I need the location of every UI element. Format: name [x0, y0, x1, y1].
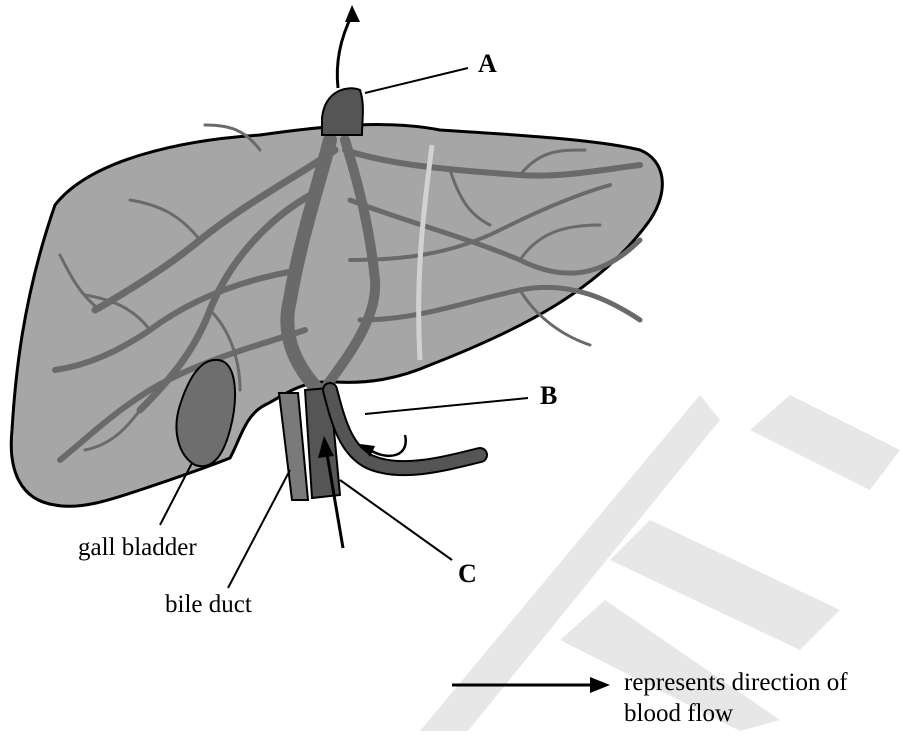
key-text-line1: represents direction of — [624, 669, 848, 696]
key-text-line2: blood flow — [624, 700, 733, 727]
vessel-b-fill — [330, 390, 480, 468]
label-b: B — [540, 381, 557, 410]
liver-lobe — [11, 125, 662, 507]
leader-bile-duct — [228, 470, 290, 588]
label-gall-bladder: gall bladder — [78, 534, 197, 561]
label-a: A — [478, 49, 497, 78]
vessel-a — [322, 88, 363, 135]
flow-arrow-out — [337, 5, 360, 88]
leader-b — [365, 398, 528, 414]
label-bile-duct: bile duct — [165, 591, 252, 618]
label-c: C — [458, 559, 477, 588]
leader-c — [340, 480, 452, 560]
leader-a — [365, 68, 468, 93]
